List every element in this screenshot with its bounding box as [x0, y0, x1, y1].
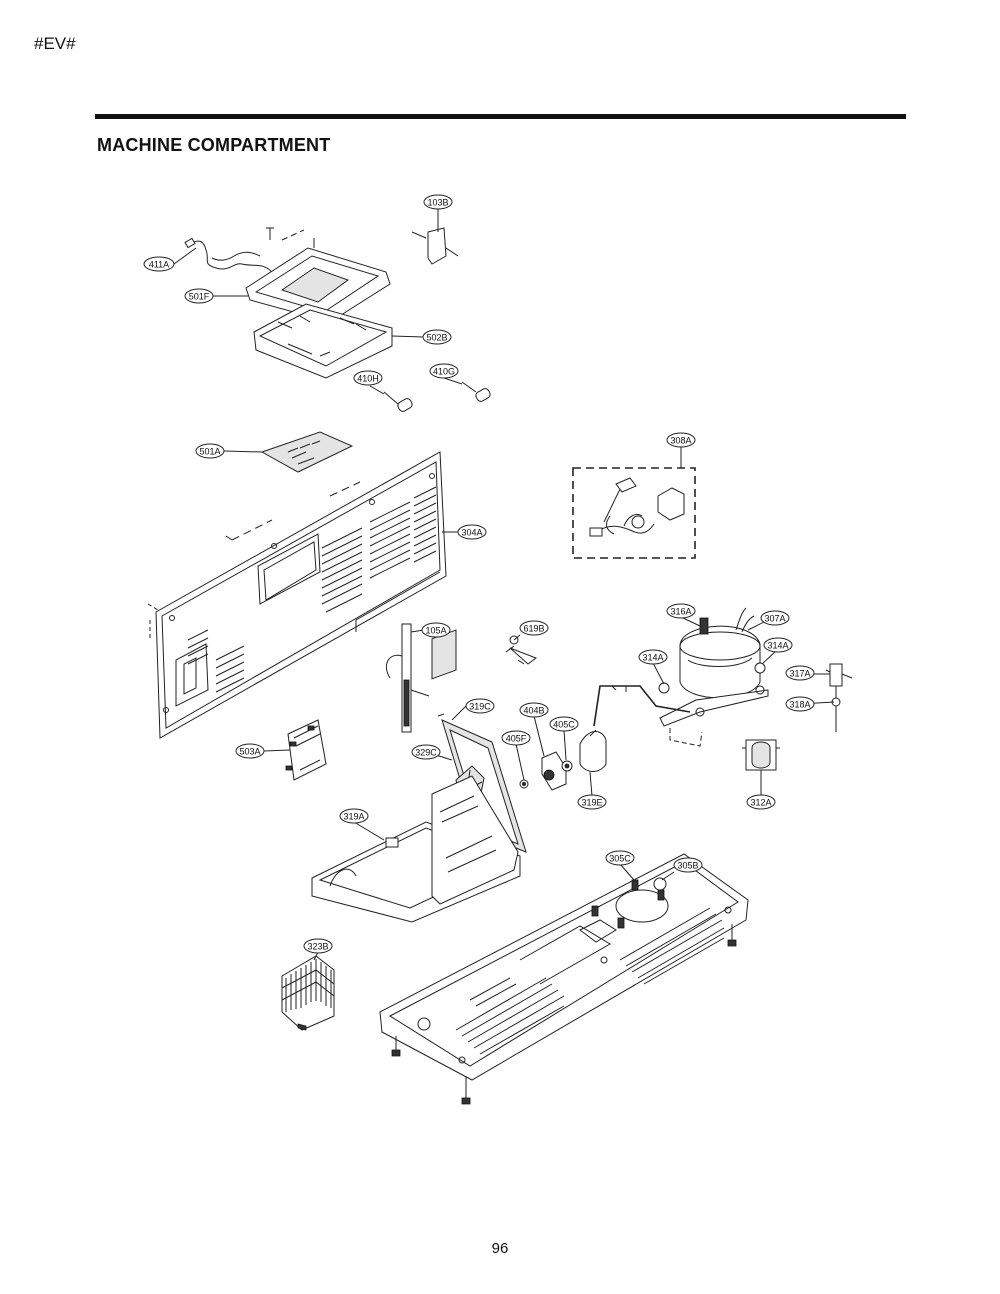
callout-label: 314A [767, 641, 788, 651]
fan-bracket-319A [311, 629, 521, 923]
callout-label: 501F [189, 292, 210, 302]
callout-410H: 410H [353, 370, 383, 386]
callout-318A: 318A [785, 696, 815, 712]
callout-label: 319A [343, 812, 364, 822]
lamp-cover-assembly [184, 227, 491, 412]
callout-label: 304A [461, 528, 482, 538]
callout-label: 405F [506, 734, 527, 744]
callout-410G: 410G [429, 363, 459, 379]
callout-305B: 305B [673, 857, 703, 873]
clip-619B [505, 635, 538, 665]
callout-label: 405C [553, 720, 575, 730]
callout-503A: 503A [235, 743, 265, 759]
callout-502B: 502B [422, 329, 452, 345]
condenser-coil-323B [281, 955, 335, 1031]
callout-316A: 316A [666, 603, 696, 619]
callout-304A: 304A [457, 524, 487, 540]
callout-319A: 319A [339, 808, 369, 824]
compressor-assembly [593, 607, 853, 771]
callout-411A: 411A [143, 256, 175, 272]
header-rule [95, 114, 906, 119]
callout-label: 410H [357, 374, 379, 384]
callout-105A: 105A [421, 622, 451, 638]
callout-404B: 404B [519, 702, 549, 718]
callout-label: 307A [764, 614, 785, 624]
callout-319C: 319C [465, 698, 495, 714]
callout-619B: 619B [519, 620, 549, 636]
callout-label: 329C [415, 748, 437, 758]
harness-308A [572, 467, 696, 559]
callout-label: 105A [425, 626, 446, 636]
callout-label: 503A [239, 747, 260, 757]
callout-501F: 501F [184, 288, 214, 304]
callout-label: 317A [789, 669, 810, 679]
callout-405C: 405C [549, 716, 579, 732]
pcb-501A [260, 431, 354, 473]
callout-312A: 312A [746, 794, 776, 810]
callout-308A: 308A [666, 432, 696, 448]
page-number: 96 [491, 1240, 509, 1257]
callout-314A-right: 314A [763, 637, 793, 653]
callout-305C: 305C [605, 850, 635, 866]
callout-label: 316A [670, 607, 691, 617]
drain-tube-105A [386, 623, 430, 733]
callout-501A: 501A [195, 443, 225, 459]
callout-label: 319C [469, 702, 491, 712]
control-module-503A [285, 719, 327, 781]
callout-label: 619B [523, 624, 544, 634]
callout-label: 323B [307, 942, 328, 952]
callout-405F: 405F [501, 730, 531, 746]
callout-label: 410G [433, 367, 455, 377]
callout-label: 411A [149, 260, 169, 270]
callout-label: 318A [789, 700, 810, 710]
base-plate [379, 853, 749, 1105]
callout-329C: 329C [411, 744, 441, 760]
document-code: #EV# [34, 34, 76, 53]
callout-label: 305C [609, 854, 631, 864]
callout-label: 305B [677, 861, 698, 871]
callout-label: 308A [670, 436, 691, 446]
callout-label: 312A [750, 798, 771, 808]
callout-319E: 319E [577, 794, 607, 810]
callout-314A-left: 314A [638, 649, 668, 665]
callout-label: 501A [199, 447, 220, 457]
page-title: MACHINE COMPARTMENT [97, 135, 331, 155]
rear-panel-304A [147, 451, 447, 739]
callout-103B: 103B [423, 194, 453, 210]
callout-label: 404B [523, 706, 544, 716]
callout-323B: 323B [303, 938, 333, 954]
callout-label: 314A [642, 653, 663, 663]
callout-label: 319E [581, 798, 602, 808]
callout-label: 103B [427, 198, 448, 208]
callout-307A: 307A [760, 610, 790, 626]
callout-317A: 317A [785, 665, 815, 681]
callout-label: 502B [426, 333, 447, 343]
